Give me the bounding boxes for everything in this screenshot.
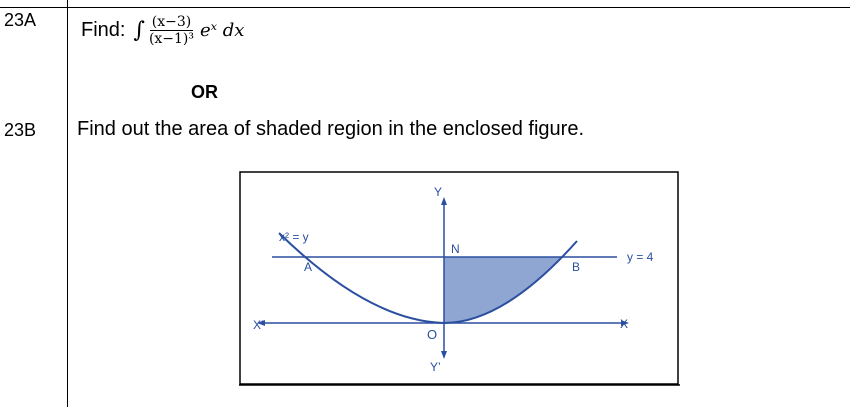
- label-point-n: N: [451, 242, 460, 256]
- integral-sign: ∫: [133, 17, 145, 43]
- label-point-a: A: [304, 260, 312, 274]
- label-curve: x² = y: [279, 230, 309, 244]
- x-axis-arrow-right: [621, 320, 629, 326]
- expression-tail: eˣ dx: [200, 19, 245, 41]
- label-axis-y: Y: [434, 185, 442, 199]
- fraction: (x−3) (x−1)³: [147, 14, 196, 47]
- parabola-curve: [278, 232, 578, 325]
- question-number-23a: 23A: [4, 10, 37, 30]
- figure-frame: [239, 171, 679, 385]
- label-origin: O: [427, 327, 437, 342]
- question-23a: Find: ∫ (x−3) (x−1)³ eˣ dx: [81, 6, 244, 54]
- y-axis-arrow-down: [441, 351, 447, 359]
- fraction-numerator: (x−3): [149, 13, 194, 31]
- question-number-23b: 23B: [4, 120, 37, 140]
- find-label: Find:: [81, 18, 126, 41]
- label-axis-x-neg: X’: [253, 318, 264, 332]
- label-line: y = 4: [627, 250, 654, 264]
- shaded-region-figure: x² = y y = 4 A B N O Y Y’ X X’: [239, 171, 680, 386]
- table-column-divider: [67, 0, 68, 407]
- label-axis-x: X: [620, 317, 628, 331]
- table-top-border: [0, 7, 850, 8]
- x-axis-arrow-left: [257, 320, 265, 326]
- shaded-region: [444, 257, 562, 323]
- or-separator: OR: [191, 82, 218, 102]
- y-axis-arrow-up: [441, 197, 447, 205]
- label-point-b: B: [572, 260, 580, 274]
- fraction-denominator: (x−1)³: [148, 30, 195, 47]
- label-axis-y-neg: Y’: [430, 360, 441, 374]
- question-23b-text: Find out the area of shaded region in th…: [77, 118, 585, 140]
